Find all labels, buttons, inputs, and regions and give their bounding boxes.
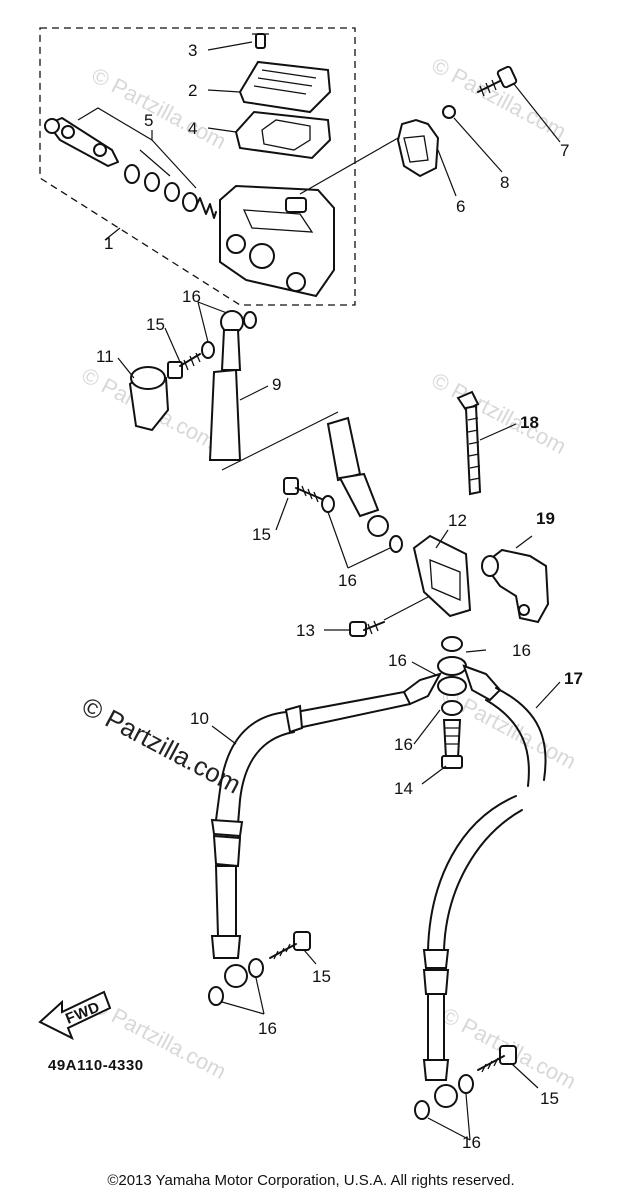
washer-part-16 — [201, 311, 257, 359]
washer-part-16 — [389, 535, 403, 553]
union-bolt-part-15 — [477, 1045, 517, 1073]
callout-2: 2 — [188, 81, 197, 100]
leader-line — [513, 83, 561, 143]
leader-line — [207, 127, 237, 133]
leader-line — [535, 681, 561, 709]
bracket-part-19 — [481, 548, 550, 624]
callout-4: 4 — [188, 119, 197, 138]
callout-10: 10 — [190, 709, 209, 728]
washer-part-16 — [414, 1074, 474, 1120]
union-stack — [437, 636, 467, 716]
leader-line — [207, 89, 241, 93]
leader-line — [511, 1063, 539, 1089]
callout-15: 15 — [252, 525, 271, 544]
callout-12: 12 — [448, 511, 467, 530]
leader-line — [104, 227, 121, 241]
leader-line — [164, 327, 181, 363]
master-cylinder-part-1 — [219, 184, 335, 298]
leader-line — [117, 357, 135, 379]
callout-6: 6 — [456, 197, 465, 216]
assembly-box — [39, 27, 356, 306]
callout-16: 16 — [182, 287, 201, 306]
washer-part-16 — [208, 958, 264, 1006]
brake-hose-part-10 — [210, 672, 443, 988]
callout-7: 7 — [560, 141, 569, 160]
union-bolt-part-15 — [269, 931, 311, 960]
reservoir-cap-part-2 — [238, 60, 332, 114]
union-bolt-part-15 — [283, 477, 335, 513]
callout-16: 16 — [512, 641, 531, 660]
union-bolt-part-15 — [167, 352, 201, 379]
callout-15: 15 — [146, 315, 165, 334]
callout-16: 16 — [462, 1133, 481, 1152]
brake-hose-segment — [326, 416, 389, 537]
leader-line — [515, 535, 533, 549]
brake-hose-part-17 — [422, 664, 547, 1108]
callout-15: 15 — [312, 967, 331, 986]
leader-line — [275, 497, 289, 531]
callout-18: 18 — [520, 413, 539, 432]
callout-14: 14 — [394, 779, 413, 798]
callout-16: 16 — [258, 1019, 277, 1038]
holder-part-6 — [396, 118, 440, 178]
callout-3: 3 — [188, 41, 197, 60]
bolt-part-7 — [477, 65, 518, 97]
callout-16: 16 — [394, 735, 413, 754]
callout-16: 16 — [388, 651, 407, 670]
callout-13: 13 — [296, 621, 315, 640]
cable-tie-part-18 — [456, 390, 482, 496]
callout-5: 5 — [144, 111, 153, 130]
copyright-text: ©2013 Yamaha Motor Corporation, U.S.A. A… — [107, 1172, 515, 1189]
piston-kit-part-5 — [44, 117, 217, 219]
screw-part-3 — [252, 33, 269, 49]
leader-line — [221, 411, 339, 471]
leader-line — [221, 977, 265, 1015]
callout-8: 8 — [500, 173, 509, 192]
callout-1: 1 — [104, 234, 113, 253]
leader-line — [453, 117, 503, 173]
watermark-text: © Partzilla.com — [428, 52, 571, 144]
leader-line — [479, 423, 517, 441]
leader-line — [435, 529, 449, 549]
hose-joint-part-12 — [412, 534, 472, 618]
leader-line — [437, 149, 457, 197]
leader-line — [465, 649, 487, 653]
rubber-cap-part-11 — [128, 366, 170, 432]
leader-line — [303, 949, 317, 965]
fwd-label: FWD — [63, 999, 102, 1028]
callout-17: 17 — [564, 669, 583, 688]
diagram-code: 49A110-4330 — [48, 1057, 144, 1074]
forward-arrow-icon: FWD — [38, 990, 112, 1041]
callout-9: 9 — [272, 375, 281, 394]
diaphragm-part-4 — [234, 110, 332, 160]
callout-16: 16 — [338, 571, 357, 590]
callout-19: 19 — [536, 509, 555, 528]
leader-line — [411, 661, 441, 745]
callout-11: 11 — [96, 347, 114, 366]
leader-line — [327, 511, 391, 569]
leader-line — [427, 1093, 471, 1141]
leader-line — [207, 41, 253, 51]
leader-line — [239, 385, 269, 401]
watermark-text: © Partzilla.com — [88, 62, 231, 154]
brake-hose-part-9 — [208, 310, 244, 461]
callout-15: 15 — [540, 1089, 559, 1108]
leader-line — [211, 725, 237, 745]
watermark-text: © Partzilla.com — [428, 367, 571, 459]
leader-line — [77, 107, 197, 189]
union-bolt-part-14 — [441, 719, 463, 769]
leader-line — [299, 137, 399, 195]
bolt-part-13 — [349, 620, 385, 637]
leader-line — [421, 765, 447, 785]
leader-line — [383, 595, 431, 621]
nut-part-8 — [442, 105, 456, 119]
